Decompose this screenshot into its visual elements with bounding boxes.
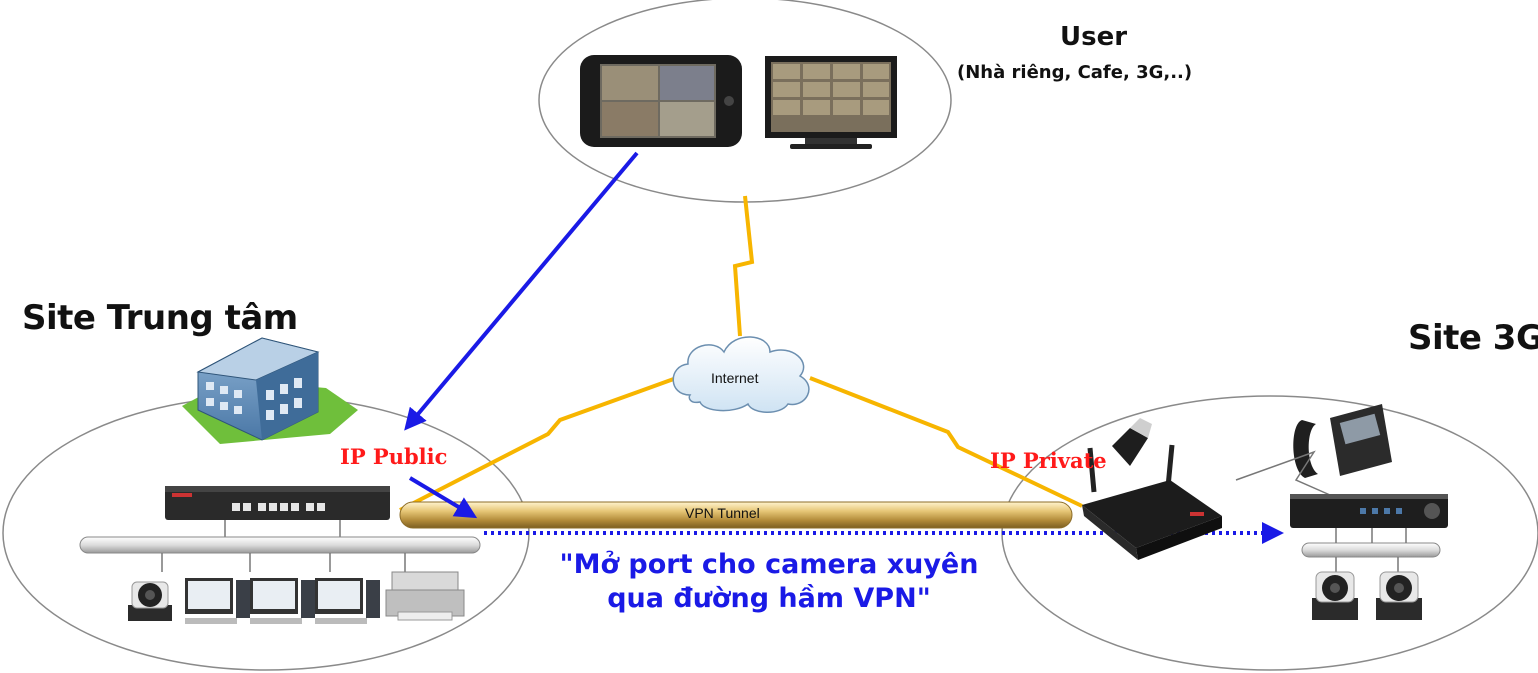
central-lan-taps [161, 553, 406, 572]
ptz-camera-icon [1312, 571, 1358, 620]
remote-lan-bus [1301, 542, 1441, 558]
usb-3g-dongle-icon [1112, 418, 1152, 466]
ip-public-arrow [408, 476, 478, 519]
ip-phone-icon [1293, 404, 1392, 478]
port-forward-caption: "Mở port cho camera xuyên qua đường hầm … [534, 548, 1004, 616]
nvr-recorder-icon [1290, 494, 1448, 528]
ptz-camera-icon [128, 581, 172, 621]
computer-icon [185, 578, 250, 624]
central-vpn-router-icon [165, 486, 390, 520]
remote-site-title: Site 3G [1408, 318, 1538, 358]
internet-cloud-icon [672, 336, 810, 413]
central-lan-bus [79, 536, 481, 554]
central-site-title: Site Trung tâm [22, 298, 298, 338]
phone-to-nvr-link [1235, 450, 1331, 496]
lightning-link-central [399, 374, 683, 512]
computer-icon [250, 578, 315, 624]
remote-3g-router-icon [1082, 444, 1222, 560]
ip-public-label: IP Public [340, 444, 448, 469]
headquarters-building-icon [182, 337, 358, 444]
remote-lan-taps [1335, 528, 1407, 572]
lightning-link-user [732, 195, 755, 337]
internet-label: Internet [711, 370, 759, 386]
monitor-icon [765, 56, 897, 149]
user-to-central-arrow [404, 151, 639, 431]
ip-private-label: IP Private [990, 448, 1107, 473]
lightning-link-remote [809, 376, 1083, 508]
user-title: User [1060, 22, 1128, 52]
caption-line-1: "Mở port cho camera xuyên [559, 549, 979, 580]
vpn-tunnel [399, 501, 1073, 529]
vpn-tunnel-label: VPN Tunnel [685, 505, 760, 521]
caption-line-2: qua đường hầm VPN" [607, 583, 931, 614]
smartphone-icon [580, 55, 742, 147]
ptz-camera-icon [1376, 571, 1422, 620]
user-subtitle: (Nhà riêng, Cafe, 3G,..) [957, 62, 1193, 83]
computer-icon [315, 578, 380, 624]
printer-icon [385, 571, 465, 621]
